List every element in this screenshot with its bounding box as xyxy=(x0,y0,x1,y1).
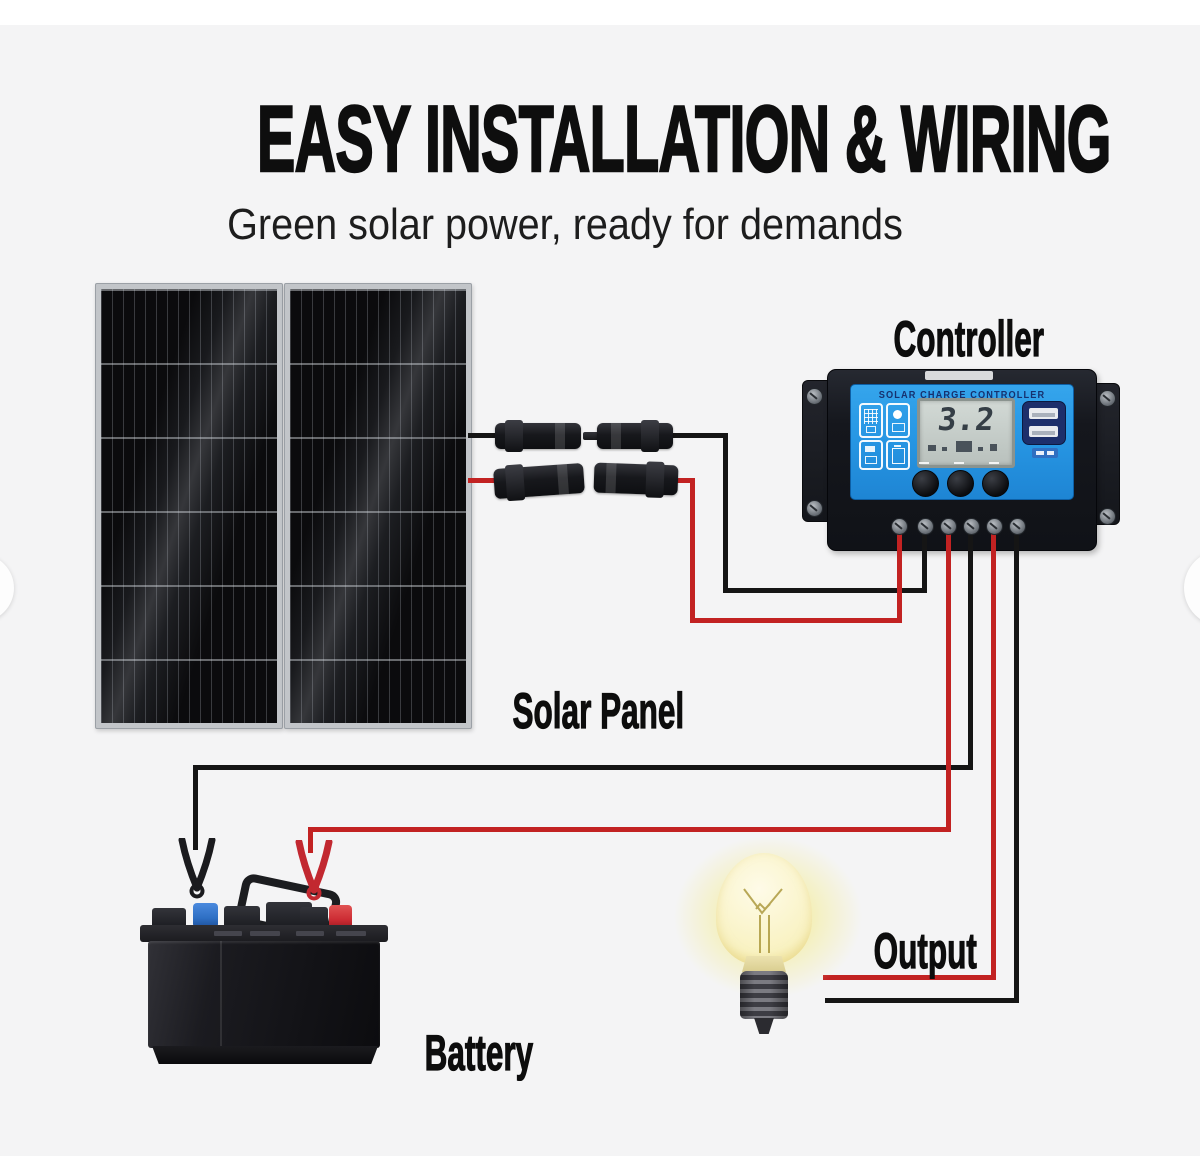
usb-ports xyxy=(1022,401,1066,445)
terminal-screw-pv-positive xyxy=(891,518,908,535)
wire-battery-negative xyxy=(968,528,973,770)
controller-label: Controller xyxy=(893,311,1044,367)
solar-panel-label: Solar Panel xyxy=(512,683,685,739)
controller-down-button[interactable] xyxy=(982,470,1009,497)
solar-panel-icon xyxy=(859,403,883,438)
usb-logo-badge xyxy=(1032,448,1058,458)
controller-top-sticker xyxy=(925,371,993,380)
controller-brand-text: SOLAR CHARGE CONTROLLER xyxy=(878,390,1046,401)
mc4-connector-negative-male xyxy=(495,420,581,452)
alligator-clip-negative xyxy=(178,838,216,899)
bulb-screw-base xyxy=(740,971,788,1019)
output-label: Output xyxy=(873,923,977,979)
alligator-clip-positive xyxy=(295,840,333,901)
wire-battery-positive xyxy=(308,827,313,853)
solar-cells xyxy=(290,289,466,723)
battery-positive-terminal xyxy=(329,905,352,930)
battery-foot xyxy=(152,1046,378,1064)
wire-solar-negative xyxy=(723,588,927,593)
wire-solar-negative xyxy=(671,433,728,438)
page-subtitle: Green solar power, ready for demands xyxy=(227,200,903,249)
terminal-screw-load-positive xyxy=(986,518,1003,535)
wire-solar-positive xyxy=(897,528,902,623)
screw-icon xyxy=(1099,508,1116,525)
lcd-glyph xyxy=(978,447,983,451)
battery-cap xyxy=(224,906,260,928)
wire-solar-negative xyxy=(723,433,728,593)
terminal-screw-load-negative xyxy=(1009,518,1026,535)
wire-solar-positive xyxy=(690,618,902,623)
mc4-connector-positive-male xyxy=(493,462,585,502)
battery-cap xyxy=(300,907,328,928)
wire-output-negative xyxy=(1014,528,1019,1003)
battery-icon xyxy=(886,440,910,470)
lcd-glyph xyxy=(928,445,936,451)
load-icon xyxy=(859,440,883,470)
page-title: EASY INSTALLATION & WIRING xyxy=(256,86,1112,191)
button-tick xyxy=(954,462,964,464)
solar-cells xyxy=(101,289,277,723)
bulb-filament xyxy=(743,888,783,953)
lcd-glyph xyxy=(942,447,947,451)
wire-battery-negative xyxy=(193,765,973,770)
bulb-neck xyxy=(742,956,786,972)
wire-output-positive xyxy=(991,528,996,980)
controller-lcd: 3.2 xyxy=(917,398,1015,468)
bulb-base-tip xyxy=(754,1018,774,1034)
solar-panel-right xyxy=(284,283,472,729)
button-tick xyxy=(989,462,999,464)
screw-icon xyxy=(1099,390,1116,407)
terminal-screw-battery-negative xyxy=(963,518,980,535)
battery-ledge xyxy=(140,925,388,942)
mc4-connector-negative-female xyxy=(597,420,673,452)
solar-panel-left xyxy=(95,283,283,729)
battery-cap xyxy=(152,908,186,928)
usb-port-icon xyxy=(1029,426,1058,437)
lcd-value: 3.2 xyxy=(935,402,997,438)
controller-faceplate: SOLAR CHARGE CONTROLLER 3.2 xyxy=(850,384,1074,500)
wire-solar-negative xyxy=(922,528,927,593)
wire-solar-negative xyxy=(468,433,498,438)
lcd-glyph xyxy=(990,444,997,451)
mc4-connector-positive-female xyxy=(593,461,679,498)
screw-icon xyxy=(806,500,823,517)
battery xyxy=(148,941,380,1048)
lcd-battery-gauge-icon xyxy=(956,441,972,452)
battery-label: Battery xyxy=(424,1025,534,1081)
controller-menu-button[interactable] xyxy=(912,470,939,497)
usb-port-icon xyxy=(1029,408,1058,419)
mc4-pin xyxy=(583,432,599,440)
controller-up-button[interactable] xyxy=(947,470,974,497)
wire-solar-positive xyxy=(676,478,695,483)
screw-icon xyxy=(806,388,823,405)
wire-output-positive xyxy=(823,975,996,980)
wire-solar-positive xyxy=(468,478,498,483)
wire-battery-positive xyxy=(308,827,951,832)
terminal-screw-battery-positive xyxy=(940,518,957,535)
wire-battery-negative xyxy=(193,765,198,850)
sun-icon xyxy=(886,403,910,438)
wire-solar-positive xyxy=(690,478,695,623)
battery-negative-terminal xyxy=(193,903,218,928)
wire-battery-positive xyxy=(946,528,951,832)
wire-output-negative xyxy=(825,998,1019,1003)
button-tick xyxy=(919,462,929,464)
terminal-screw-pv-negative xyxy=(917,518,934,535)
